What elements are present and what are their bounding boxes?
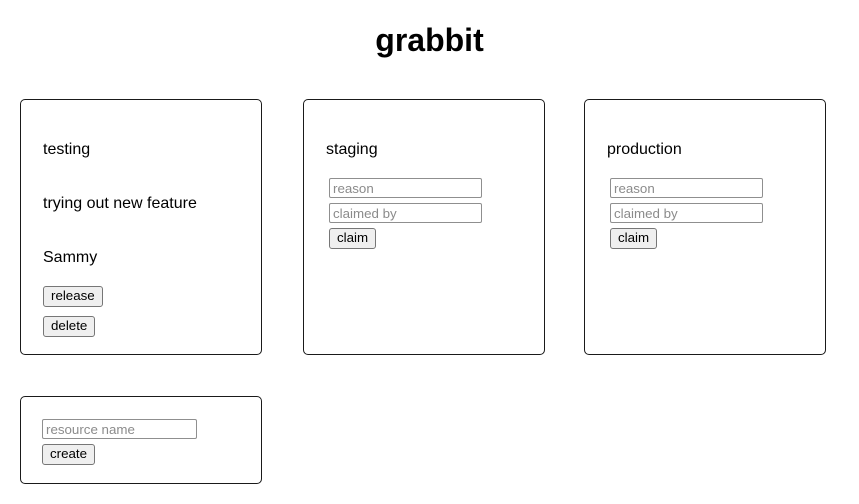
claim-form-staging: claim [329,178,482,249]
delete-button[interactable]: delete [43,316,96,337]
resource-card-grid: testing trying out new feature Sammy rel… [20,99,840,355]
claimed-by-input-production[interactable] [610,203,763,223]
resource-name-testing: testing [43,141,91,158]
resource-name-input[interactable] [42,419,197,439]
reason-input-staging[interactable] [329,178,482,198]
resource-reason-testing: trying out new feature [43,195,197,212]
claim-button-staging[interactable]: claim [329,228,377,249]
resource-card-production: production claim [584,99,826,355]
claimed-by-input-staging[interactable] [329,203,482,223]
create-resource-card: create [20,396,262,484]
resource-name-production: production [607,141,682,158]
create-button[interactable]: create [42,444,96,465]
resource-card-testing: testing trying out new feature Sammy rel… [20,99,262,355]
claim-button-production[interactable]: claim [610,228,658,249]
claim-form-production: claim [610,178,763,249]
release-button[interactable]: release [43,286,103,307]
page-title: grabbit [375,22,484,58]
resource-claimed-by-testing: Sammy [43,249,98,266]
resource-actions-testing: release delete [43,286,103,337]
create-resource-form: create [42,419,197,465]
resource-card-staging: staging claim [303,99,545,355]
resource-name-staging: staging [326,141,378,158]
reason-input-production[interactable] [610,178,763,198]
